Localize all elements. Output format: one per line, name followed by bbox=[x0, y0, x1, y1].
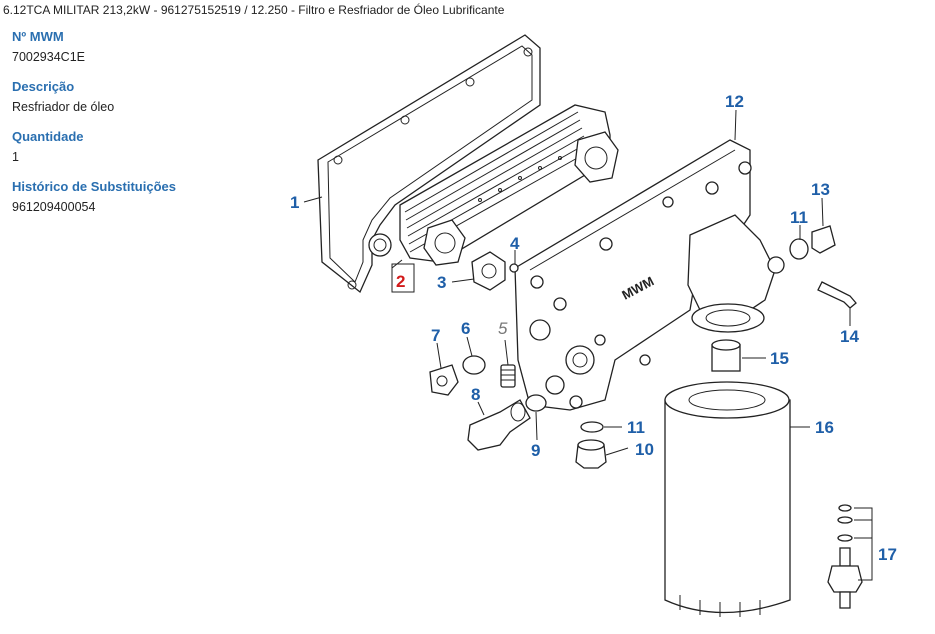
callout-7[interactable]: 7 bbox=[431, 326, 440, 345]
callout-4[interactable]: 4 bbox=[510, 234, 520, 253]
callout-14[interactable]: 14 bbox=[840, 327, 859, 346]
description-label: Descrição bbox=[12, 79, 75, 94]
description-value: Resfriador de óleo bbox=[12, 100, 115, 114]
cooler-seal-part[interactable] bbox=[471, 251, 506, 291]
plug-7-part[interactable] bbox=[429, 364, 459, 396]
callout-2[interactable]: 2 bbox=[396, 272, 405, 291]
quantity-label: Quantidade bbox=[12, 129, 84, 144]
callout-17[interactable]: 17 bbox=[878, 545, 897, 564]
plug-10-part[interactable] bbox=[575, 439, 607, 469]
washer-11-part[interactable] bbox=[789, 238, 809, 260]
callout-3[interactable]: 3 bbox=[437, 273, 446, 292]
oil-filter-part[interactable] bbox=[664, 381, 791, 617]
callout-11-lower[interactable]: 11 bbox=[627, 418, 645, 437]
callout-13[interactable]: 13 bbox=[811, 180, 830, 199]
bolt-part[interactable] bbox=[509, 263, 519, 273]
callout-1[interactable]: 1 bbox=[290, 193, 299, 212]
o-ring-9-part[interactable] bbox=[525, 394, 547, 412]
callout-15[interactable]: 15 bbox=[770, 349, 789, 368]
valve-plug-part[interactable] bbox=[467, 399, 531, 451]
quantity-value: 1 bbox=[12, 150, 19, 164]
seal-ring-11-part[interactable] bbox=[580, 421, 604, 433]
replacement-history-label: Histórico de Substituições bbox=[12, 179, 176, 194]
bolt-14-part[interactable] bbox=[817, 281, 857, 309]
part-number-label: Nº MWM bbox=[12, 29, 64, 44]
pressure-sensor-part[interactable] bbox=[827, 504, 863, 609]
spring-part[interactable] bbox=[500, 364, 516, 388]
breadcrumb: 6.12TCA MILITAR 213,2kW - 961275152519 /… bbox=[3, 3, 505, 17]
callout-11-upper[interactable]: 11 bbox=[790, 208, 808, 227]
callout-9[interactable]: 9 bbox=[531, 441, 540, 460]
oil-cooler-part[interactable] bbox=[399, 104, 619, 266]
o-ring-6-part[interactable] bbox=[462, 355, 486, 375]
plug-13-part[interactable] bbox=[811, 225, 836, 254]
callout-10[interactable]: 10 bbox=[635, 440, 654, 459]
callout-5[interactable]: 5 bbox=[498, 319, 508, 338]
selected-callout-frame bbox=[391, 263, 415, 293]
part-number-value: 7002934C1E bbox=[12, 50, 85, 64]
part-info-panel: Nº MWM 7002934C1E Descrição Resfriador d… bbox=[12, 28, 272, 228]
callout-16[interactable]: 16 bbox=[815, 418, 834, 437]
filter-housing-part[interactable]: MWM bbox=[514, 139, 785, 411]
callout-8[interactable]: 8 bbox=[471, 385, 480, 404]
callout-6[interactable]: 6 bbox=[461, 319, 470, 338]
replacement-history-value: 961209400054 bbox=[12, 200, 96, 214]
callout-12[interactable]: 12 bbox=[725, 92, 744, 111]
sleeve-part[interactable] bbox=[711, 339, 741, 372]
gasket-part[interactable] bbox=[317, 34, 541, 294]
